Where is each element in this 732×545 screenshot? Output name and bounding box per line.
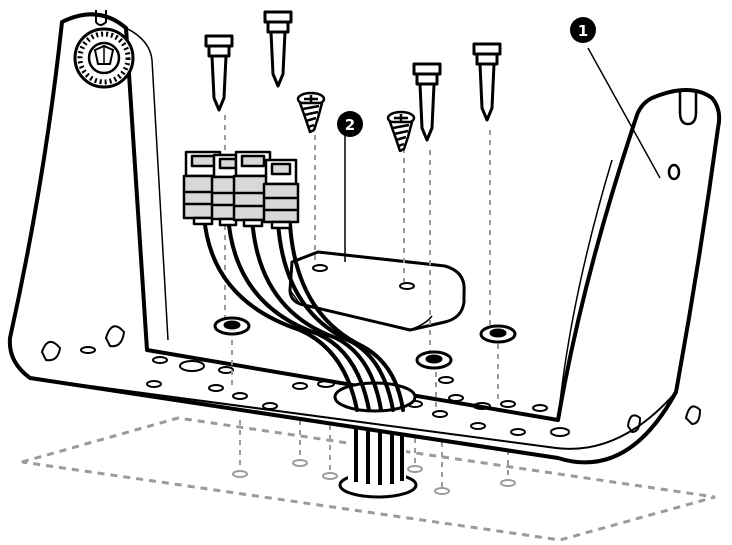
ratchet-knob xyxy=(73,27,135,89)
surface-holes xyxy=(232,459,516,495)
upper-guide-lines xyxy=(224,115,499,410)
callout-2: 2 xyxy=(337,111,363,137)
long-screws xyxy=(204,10,502,142)
long-screw-3 xyxy=(412,62,442,142)
short-screw-2 xyxy=(386,110,416,153)
left-arm-notch xyxy=(95,10,107,26)
bracket-bottom-edge xyxy=(29,377,677,450)
short-screw-1 xyxy=(296,91,326,134)
washer-3 xyxy=(479,324,517,344)
callout-2-number: 2 xyxy=(345,116,355,134)
cables xyxy=(202,213,405,412)
bracket-inner-edge xyxy=(125,27,613,421)
connector-4 xyxy=(262,158,300,230)
washers xyxy=(213,316,517,370)
right-arm-slot xyxy=(678,92,698,126)
mounting-surface-outline xyxy=(21,416,716,542)
cable-connectors xyxy=(182,150,300,230)
callout-1-leader xyxy=(587,47,661,179)
long-screw-1 xyxy=(204,34,234,112)
mounting-plate xyxy=(288,250,466,332)
washer-2 xyxy=(415,350,453,370)
bracket-holes xyxy=(40,325,702,437)
long-screw-2 xyxy=(263,10,293,88)
long-screw-4 xyxy=(472,42,502,122)
lower-guide-lines xyxy=(239,418,509,487)
right-arm-hole xyxy=(667,163,681,181)
short-screws xyxy=(296,91,416,153)
washer-1 xyxy=(213,316,251,336)
callout-1: 1 xyxy=(570,17,596,43)
callout-1-number: 1 xyxy=(578,22,588,40)
